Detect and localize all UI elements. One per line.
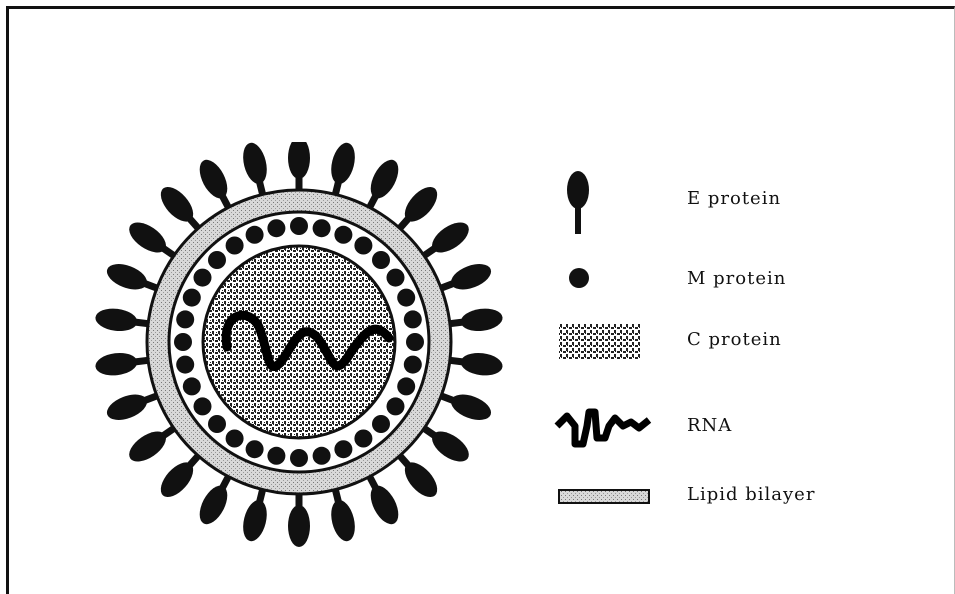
e-protein-legend-icon <box>565 170 591 236</box>
m-protein-dot <box>194 397 212 415</box>
m-protein-dot <box>226 430 244 448</box>
m-protein-dot <box>397 377 415 395</box>
m-protein-dot <box>406 333 424 351</box>
m-protein-dot <box>372 251 390 269</box>
m-protein-dot <box>208 251 226 269</box>
m-protein-dot <box>334 440 352 458</box>
m-protein-legend-icon <box>568 267 590 289</box>
m-protein-dot <box>208 415 226 433</box>
m-protein-dot <box>354 237 372 255</box>
m-protein-dot <box>290 217 308 235</box>
m-protein-dot <box>313 447 331 465</box>
m-protein-dot <box>372 415 390 433</box>
m-protein-dot <box>176 310 194 328</box>
m-protein-dot <box>267 219 285 237</box>
lipid-bilayer-label: Lipid bilayer <box>687 484 815 505</box>
m-protein-dot <box>334 226 352 244</box>
m-protein-dot <box>174 333 192 351</box>
c-protein-legend-icon <box>557 321 643 361</box>
m-protein-dot <box>313 219 331 237</box>
m-protein-dot <box>267 447 285 465</box>
m-protein-dot <box>176 356 194 374</box>
rna-label: RNA <box>687 415 732 436</box>
m-protein-label: M protein <box>687 268 786 289</box>
diagram-frame: E protein M protein C protein RNA <box>6 6 955 594</box>
m-protein-dot <box>354 430 372 448</box>
m-protein-dot <box>246 440 264 458</box>
m-protein-dot <box>387 269 405 287</box>
m-protein-dot <box>397 289 415 307</box>
e-protein-label: E protein <box>687 188 781 209</box>
m-protein-dot <box>246 226 264 244</box>
rna-legend-icon <box>553 404 655 450</box>
lipid-bilayer-legend-icon <box>557 487 651 507</box>
m-protein-dot <box>290 449 308 467</box>
m-protein-dot <box>387 397 405 415</box>
m-protein-dot <box>226 237 244 255</box>
m-protein-dot <box>183 377 201 395</box>
c-protein-label: C protein <box>687 329 782 350</box>
m-protein-dot <box>404 310 422 328</box>
m-protein-dot <box>183 289 201 307</box>
virion-diagram <box>89 142 509 562</box>
m-protein-dot <box>404 356 422 374</box>
m-protein-dot <box>194 269 212 287</box>
